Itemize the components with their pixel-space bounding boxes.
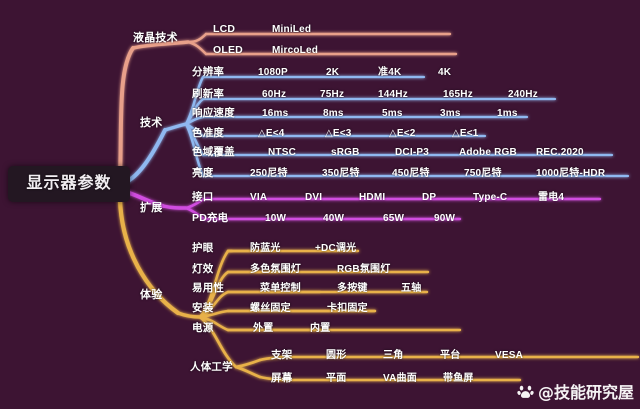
row-label-ports[interactable]: 接口 (192, 191, 214, 203)
root-node[interactable]: 显示器参数 (8, 166, 130, 202)
leaf-dp[interactable]: DP (422, 192, 437, 203)
leaf-delta-e-3[interactable]: △E<3 (325, 128, 352, 139)
leaf-round-stand[interactable]: 圆形 (326, 350, 347, 361)
topic-technology[interactable]: 技术 (140, 117, 163, 129)
leaf-3ms[interactable]: 3ms (440, 108, 461, 119)
leaf-144hz[interactable]: 144Hz (378, 89, 408, 100)
leaf-40w[interactable]: 40W (323, 213, 345, 224)
leaf-10w[interactable]: 10W (265, 213, 287, 224)
leaf-ultrawide[interactable]: 带鱼屏 (443, 373, 474, 384)
branch-line-experience (117, 197, 640, 382)
row-label-lcd[interactable]: LCD (213, 23, 236, 35)
leaf-1000nits-hdr[interactable]: 1000尼特-HDR (536, 168, 606, 179)
topic-experience[interactable]: 体验 (140, 289, 163, 301)
leaf-1ms[interactable]: 1ms (497, 108, 518, 119)
leaf-1080p[interactable]: 1080P (258, 67, 288, 78)
branch-line-technology (124, 75, 630, 184)
leaf-hdmi[interactable]: HDMI (359, 192, 386, 203)
row-label-lighting[interactable]: 灯效 (192, 263, 214, 275)
leaf-delta-e-4[interactable]: △E<4 (258, 128, 285, 139)
row-label-usability[interactable]: 易用性 (192, 282, 225, 294)
leaf-165hz[interactable]: 165Hz (443, 89, 473, 100)
leaf-adobe-rgb[interactable]: Adobe RGB (459, 147, 517, 158)
leaf-90w[interactable]: 90W (434, 213, 456, 224)
row-label-stand[interactable]: 支架 (271, 349, 293, 361)
row-label-power[interactable]: 电源 (192, 322, 214, 334)
leaf-vesa[interactable]: VESA (495, 350, 524, 361)
leaf-external-power[interactable]: 外置 (253, 323, 274, 334)
leaf-ntsc[interactable]: NTSC (268, 147, 297, 158)
leaf-60hz[interactable]: 60Hz (262, 89, 287, 100)
leaf-triangle-stand[interactable]: 三角 (383, 350, 404, 361)
leaf-screw-mount[interactable]: 螺丝固定 (250, 303, 291, 314)
leaf-five-axis[interactable]: 五轴 (401, 283, 422, 294)
baidu-paw-icon (517, 383, 534, 400)
leaf-8ms[interactable]: 8ms (323, 108, 344, 119)
leaf-450nits[interactable]: 450尼特 (392, 168, 430, 179)
row-label-color-gamut[interactable]: 色域覆盖 (192, 146, 235, 158)
leaf-delta-e-1[interactable]: △E<1 (452, 128, 479, 139)
leaf-platform-stand[interactable]: 平台 (440, 350, 461, 361)
leaf-rec-2020[interactable]: REC.2020 (536, 147, 584, 158)
leaf-75hz[interactable]: 75Hz (320, 89, 345, 100)
leaf-dc-dimming[interactable]: +DC调光 (315, 243, 357, 254)
topic-ergonomics[interactable]: 人体工学 (190, 361, 233, 373)
row-label-color-accuracy[interactable]: 色准度 (192, 127, 225, 139)
leaf-type-c[interactable]: Type-C (473, 192, 508, 203)
leaf-250nits[interactable]: 250尼特 (250, 168, 288, 179)
leaf-5ms[interactable]: 5ms (382, 108, 403, 119)
row-label-response-time[interactable]: 响应速度 (192, 107, 235, 119)
leaf-menu-control[interactable]: 菜单控制 (260, 283, 301, 294)
branch-line-lcd-tech (118, 32, 458, 180)
row-label-refresh-rate[interactable]: 刷新率 (192, 88, 225, 100)
leaf-16ms[interactable]: 16ms (262, 108, 289, 119)
leaf-miniled[interactable]: MiniLed (272, 24, 312, 35)
leaf-4k[interactable]: 4K (438, 67, 452, 78)
leaf-via[interactable]: VIA (250, 192, 268, 203)
leaf-mircoled[interactable]: MircoLed (272, 45, 319, 56)
leaf-delta-e-2[interactable]: △E<2 (389, 128, 416, 139)
leaf-flat-screen[interactable]: 平面 (326, 373, 347, 384)
leaf-750nits[interactable]: 750尼特 (464, 168, 502, 179)
leaf-thunderbolt4[interactable]: 雷电4 (538, 192, 565, 203)
leaf-multicolor-ambient-light[interactable]: 多色氛围灯 (250, 264, 301, 275)
leaf-quasi-4k[interactable]: 准4K (378, 67, 402, 78)
row-label-screen[interactable]: 屏幕 (271, 372, 293, 384)
watermark-handle: @技能研究屋 (537, 383, 634, 402)
row-label-eye-care[interactable]: 护眼 (192, 242, 214, 254)
leaf-rgb-ambient-light[interactable]: RGB氛围灯 (337, 264, 391, 275)
row-label-resolution[interactable]: 分辨率 (192, 66, 225, 78)
row-label-mounting[interactable]: 安装 (192, 302, 214, 314)
leaf-clip-mount[interactable]: 卡扣固定 (327, 303, 368, 314)
leaf-va-curved[interactable]: VA曲面 (383, 373, 417, 384)
leaf-internal-power[interactable]: 内置 (310, 323, 331, 334)
leaf-240hz[interactable]: 240Hz (508, 89, 538, 100)
leaf-dvi[interactable]: DVI (305, 192, 323, 203)
row-label-brightness[interactable]: 亮度 (192, 167, 214, 179)
leaf-dci-p3[interactable]: DCI-P3 (395, 147, 429, 158)
row-label-oled[interactable]: OLED (213, 44, 243, 56)
row-label-pd-charging[interactable]: PD充电 (192, 212, 229, 224)
leaf-anti-blue-light[interactable]: 防蓝光 (250, 243, 281, 254)
leaf-srgb[interactable]: sRGB (331, 147, 360, 158)
leaf-multi-button[interactable]: 多按键 (337, 283, 368, 294)
watermark: @技能研究屋 (517, 379, 634, 403)
topic-expansion[interactable]: 扩展 (140, 202, 163, 214)
leaf-65w[interactable]: 65W (383, 213, 405, 224)
topic-lcd-tech[interactable]: 液晶技术 (133, 32, 178, 44)
leaf-2k[interactable]: 2K (326, 67, 340, 78)
leaf-350nits[interactable]: 350尼特 (322, 168, 360, 179)
